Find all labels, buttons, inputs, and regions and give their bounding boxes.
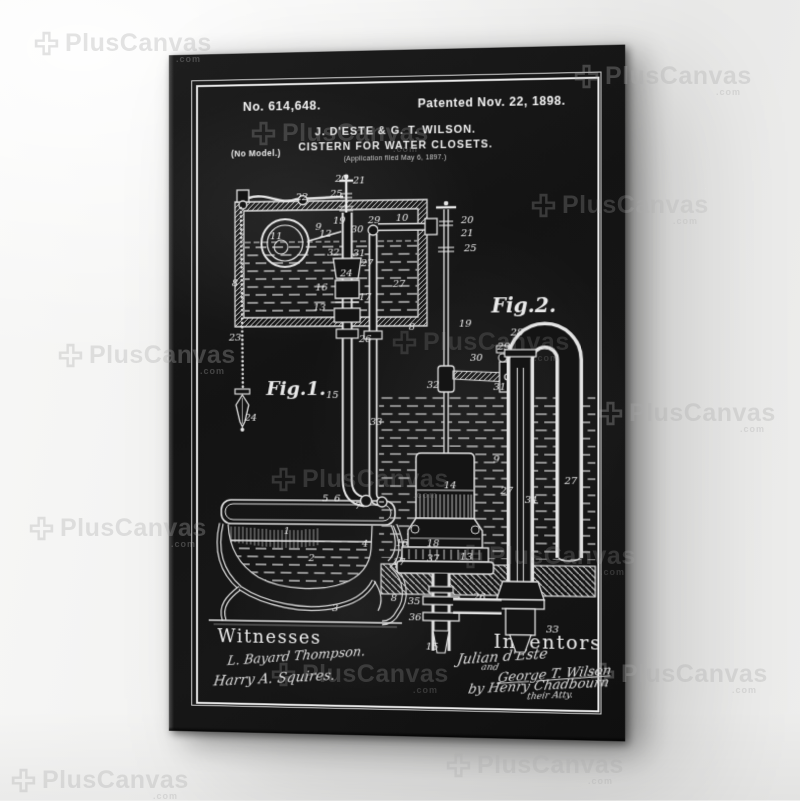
ref-numeral-32: 32: [427, 380, 440, 391]
ref-numeral-10: 10: [396, 213, 409, 224]
ref-numeral-33: 33: [370, 417, 383, 428]
ref-numeral-6: 6: [334, 494, 340, 505]
ref-numeral-17: 17: [359, 292, 372, 303]
patent-line-drawing: 2021252219912293010113231272724161713823…: [173, 45, 624, 742]
toilet-bowl: [209, 494, 405, 627]
patent-canvas-print: No. 614,648. Patented Nov. 22, 1898. J. …: [169, 45, 625, 742]
ref-numeral-5: 5: [322, 493, 328, 504]
ref-numeral-22: 22: [294, 192, 308, 203]
ref-numeral-30: 30: [351, 224, 364, 235]
ref-numeral-19: 19: [333, 216, 346, 227]
ref-numeral-13: 13: [313, 302, 326, 313]
ref-numeral-8: 8: [232, 278, 238, 289]
ref-numeral-15: 15: [326, 390, 339, 401]
ref-numeral-8: 8: [409, 322, 415, 333]
ref-numeral-14: 14: [444, 480, 457, 491]
horizontal-connector-pipe: [453, 606, 501, 607]
ref-numeral-17: 17: [393, 557, 406, 568]
ref-numeral-3: 3: [332, 603, 338, 614]
ref-numeral-26: 26: [358, 334, 372, 345]
ref-numeral-30: 30: [470, 353, 483, 364]
valve-skirt: [408, 518, 482, 548]
ref-numeral-31: 31: [493, 382, 506, 393]
ref-numeral-28: 28: [509, 327, 523, 338]
ref-numeral-2: 2: [307, 553, 314, 564]
ref-numeral-26: 26: [472, 592, 486, 603]
ref-numeral-27: 27: [563, 476, 578, 487]
ref-numeral-34: 34: [525, 495, 538, 506]
ref-numeral-16: 16: [396, 538, 409, 549]
ref-numeral-33: 33: [546, 624, 559, 635]
ref-numeral-27: 27: [499, 486, 514, 497]
ref-numeral-25: 25: [463, 243, 477, 254]
ref-numeral-32: 32: [327, 247, 340, 258]
ref-numeral-25: 25: [329, 189, 343, 200]
ref-numeral-20: 20: [334, 174, 348, 185]
ref-numeral-7: 7: [355, 501, 362, 512]
chain-pendant: [235, 389, 250, 432]
ref-numeral-11: 11: [270, 231, 282, 242]
ref-numeral-29: 29: [367, 215, 381, 226]
ref-numeral-18: 18: [427, 538, 440, 549]
ref-numeral-27: 27: [392, 279, 406, 290]
ref-numeral-21: 21: [460, 228, 474, 239]
ref-numeral-27: 27: [360, 258, 374, 269]
ref-numeral-23: 23: [228, 333, 241, 344]
ref-numeral-37: 37: [427, 553, 440, 564]
ref-numeral-20: 20: [460, 215, 474, 226]
ref-numeral-24: 24: [339, 268, 353, 279]
ref-numeral-36: 36: [409, 612, 422, 623]
ref-numeral-15: 15: [426, 641, 439, 652]
ref-numeral-21: 21: [352, 175, 366, 186]
ref-numeral-12: 12: [319, 229, 332, 240]
patent-artwork: No. 614,648. Patented Nov. 22, 1898. J. …: [173, 45, 624, 742]
ref-numeral-8: 8: [391, 593, 397, 604]
ref-numeral-29: 29: [496, 342, 510, 353]
ref-numeral-13: 13: [460, 552, 473, 563]
ref-numeral-1: 1: [284, 526, 290, 537]
ref-numeral-16: 16: [315, 282, 328, 293]
ref-numeral-19: 19: [459, 319, 472, 330]
ref-numeral-9: 9: [493, 454, 499, 465]
ref-numeral-35: 35: [408, 596, 421, 607]
valve-seat: [397, 547, 493, 574]
ref-numeral-4: 4: [361, 539, 368, 550]
ref-numeral-24: 24: [243, 413, 256, 424]
